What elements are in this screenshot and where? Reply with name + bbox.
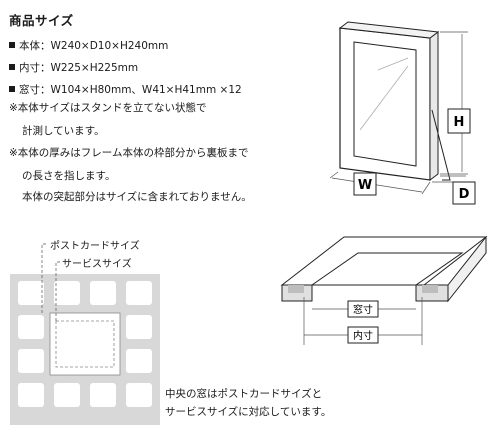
d-label-box: [452, 181, 476, 205]
service-size-outline: [55, 320, 115, 368]
inner-label: 内寸: [353, 329, 373, 342]
w-guide: [421, 181, 431, 195]
h-label: H: [454, 115, 465, 130]
frame-profile-diagram: 窓寸 内寸: [280, 235, 488, 345]
label-postcard-size: ポストカードサイズ: [50, 241, 140, 252]
w-dimension-line: [331, 177, 423, 193]
spec-body: 本体：W240×D10×H240mm: [9, 38, 168, 53]
frame-window: [353, 41, 417, 167]
section-title: 商品サイズ: [9, 13, 74, 28]
bullet-square-icon: [9, 64, 15, 70]
spec-inner: 内寸：W225×H225mm: [9, 60, 138, 75]
frame-top: [338, 21, 440, 39]
spec-value: W104×H80mm、W41×H41mm ×12: [50, 84, 242, 96]
profile-right-side: [447, 235, 487, 303]
small-windows: [18, 281, 152, 407]
w-guide: [329, 171, 339, 179]
spec-value: W225×H225mm: [50, 62, 139, 74]
leader-service: [55, 261, 60, 321]
glare-line: [377, 57, 409, 71]
d-label: D: [459, 187, 470, 202]
w-label: W: [358, 178, 372, 193]
label-service-size: サービスサイズ: [62, 259, 132, 270]
spec-window: 窓寸：W104×H80mm、W41×H41mm ×12: [9, 82, 242, 97]
inner-label-box: [347, 326, 379, 344]
spec-label: 本体: [19, 40, 40, 52]
spec-label: 窓寸: [19, 84, 40, 96]
note-stand: ※本体サイズはスタンドを立てない状態で: [9, 102, 207, 114]
frame-stand: [431, 109, 451, 181]
frame-dimension-diagram: H W D: [329, 21, 476, 205]
note-stand-cont: 計測しています。: [22, 125, 105, 137]
profile-inner-top: [310, 252, 464, 286]
h-label-box: [447, 108, 471, 134]
note-thickness: ※本体の厚みはフレーム本体の枠部分から裏板まで: [9, 147, 249, 159]
window-label-box: [347, 300, 379, 318]
glare-line: [359, 65, 409, 131]
profile-right-notch: [422, 285, 438, 293]
mat-grid-diagram: [10, 243, 160, 425]
caption-line-2: サービスサイズに対応しています。: [165, 406, 332, 418]
w-label-box: [353, 172, 377, 196]
spec-label: 内寸: [19, 62, 40, 74]
bullet-square-icon: [9, 86, 15, 92]
frame-side: [429, 31, 439, 181]
note-protrusion: 本体の突起部分はサイズに含まれておりません。: [22, 191, 252, 203]
note-thickness-cont: の長さを指します。: [22, 170, 116, 182]
caption-line-1: 中央の窓はポストカードサイズと: [165, 388, 323, 400]
profile-left-notch: [288, 285, 304, 293]
window-label: 窓寸: [353, 303, 373, 316]
leader-postcard: [41, 243, 46, 313]
spec-value: W240×D10×H240mm: [50, 40, 169, 52]
bullet-square-icon: [9, 42, 15, 48]
